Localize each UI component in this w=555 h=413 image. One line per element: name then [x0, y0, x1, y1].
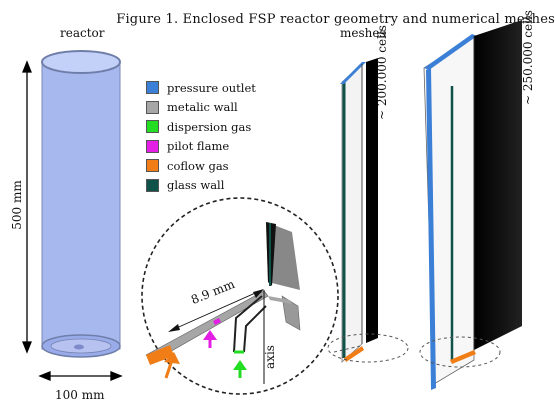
legend-swatch — [146, 139, 159, 153]
coarse-zoom-ellipse — [327, 333, 409, 363]
width-label: 100 mm — [55, 388, 105, 402]
legend-swatch — [146, 159, 159, 173]
legend-label: metalic wall — [167, 100, 238, 115]
legend-item-metalic-wall: metalic wall — [146, 98, 256, 118]
legend-swatch — [146, 178, 159, 192]
legend-label: glass wall — [167, 178, 225, 193]
fine-cells-label: ~ 250.000 cells — [521, 10, 535, 105]
pilot-flame-arrow — [203, 330, 217, 348]
reactor-cylinder — [41, 50, 121, 358]
legend-swatch — [146, 120, 159, 134]
height-label: 500 mm — [10, 180, 24, 230]
zoom-connector — [333, 345, 361, 353]
axis-label: axis — [262, 345, 277, 369]
legend-swatch — [146, 81, 159, 95]
legend-label: pilot flame — [167, 139, 230, 154]
legend-label: coflow gas — [167, 158, 229, 173]
detail-zoom-circle — [141, 197, 339, 395]
legend-label: dispersion gas — [167, 119, 252, 134]
legend-item-pressure-outlet: pressure outlet — [146, 78, 256, 98]
legend-item-glass-wall: glass wall — [146, 176, 256, 196]
reactor-label: reactor — [60, 26, 105, 40]
figure-title: Figure 1. Enclosed FSP reactor geometry … — [116, 12, 555, 27]
meshes-label: meshes — [340, 26, 386, 40]
legend-label: pressure outlet — [167, 80, 256, 95]
height-dimension-arrow — [22, 60, 32, 354]
coarse-cells-label: ~ 200.000 cells — [375, 25, 389, 120]
legend: pressure outlet metalic wall dispersion … — [146, 78, 256, 195]
legend-swatch — [146, 100, 159, 114]
legend-item-coflow-gas: coflow gas — [146, 156, 256, 176]
width-dimension-arrow — [38, 371, 123, 381]
coflow-arrow — [164, 352, 180, 379]
legend-item-pilot-flame: pilot flame — [146, 137, 256, 157]
fine-zoom-ellipse — [419, 336, 501, 368]
fine-mesh-panel — [423, 20, 522, 390]
dispersion-gas-arrow — [233, 360, 247, 378]
legend-item-dispersion-gas: dispersion gas — [146, 117, 256, 137]
coarse-mesh-panel — [340, 58, 378, 363]
